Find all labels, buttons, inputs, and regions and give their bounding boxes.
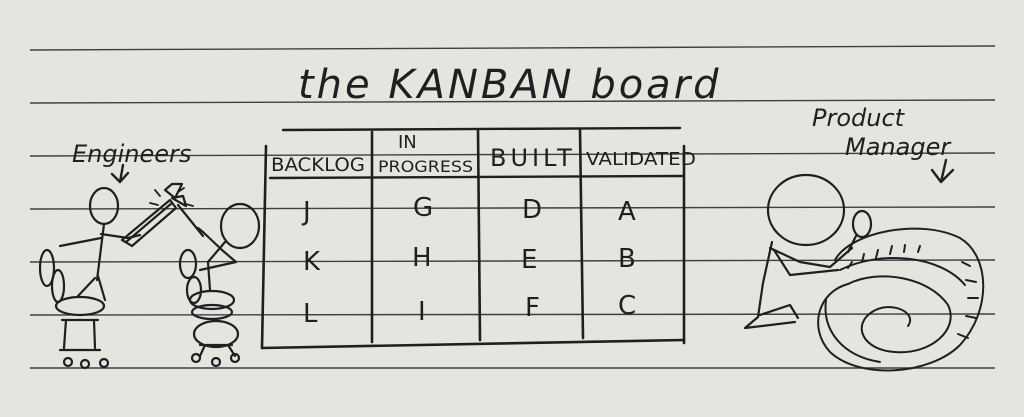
kanban-board [260, 126, 686, 350]
clash-sparks [149, 187, 194, 207]
product-manager-figure [743, 173, 873, 330]
ruled-lines [29, 45, 996, 369]
card-a: A [618, 197, 636, 227]
column-header-in-progress-line1: IN [398, 132, 417, 153]
card-l: L [303, 299, 318, 329]
engineers-arrow [110, 163, 130, 184]
product-manager-label-line1: Product [812, 104, 906, 132]
card-e: E [521, 245, 537, 275]
column-header-backlog: BACKLOG [271, 154, 365, 176]
engineer-right-figure [170, 194, 261, 368]
column-header-in-progress-line2: PROGRESS [378, 157, 473, 176]
card-d: D [522, 195, 542, 225]
card-j: J [301, 197, 311, 227]
card-b: B [618, 244, 636, 274]
card-h: H [412, 243, 432, 273]
page-title: the KANBAN board [298, 62, 722, 108]
card-i: I [418, 297, 426, 327]
card-c: C [618, 291, 636, 321]
column-header-validated: VALIDATED [586, 149, 696, 170]
product-manager-label-line2: Manager [845, 133, 952, 161]
card-f: F [525, 293, 540, 323]
card-k: K [303, 247, 321, 277]
engineer-left-figure [38, 182, 184, 370]
card-g: G [413, 193, 433, 223]
column-header-built: BUILT [490, 144, 576, 172]
engineers-label: Engineers [72, 140, 191, 168]
spiral-product-icon [817, 227, 985, 372]
product-manager-arrow [930, 158, 955, 184]
